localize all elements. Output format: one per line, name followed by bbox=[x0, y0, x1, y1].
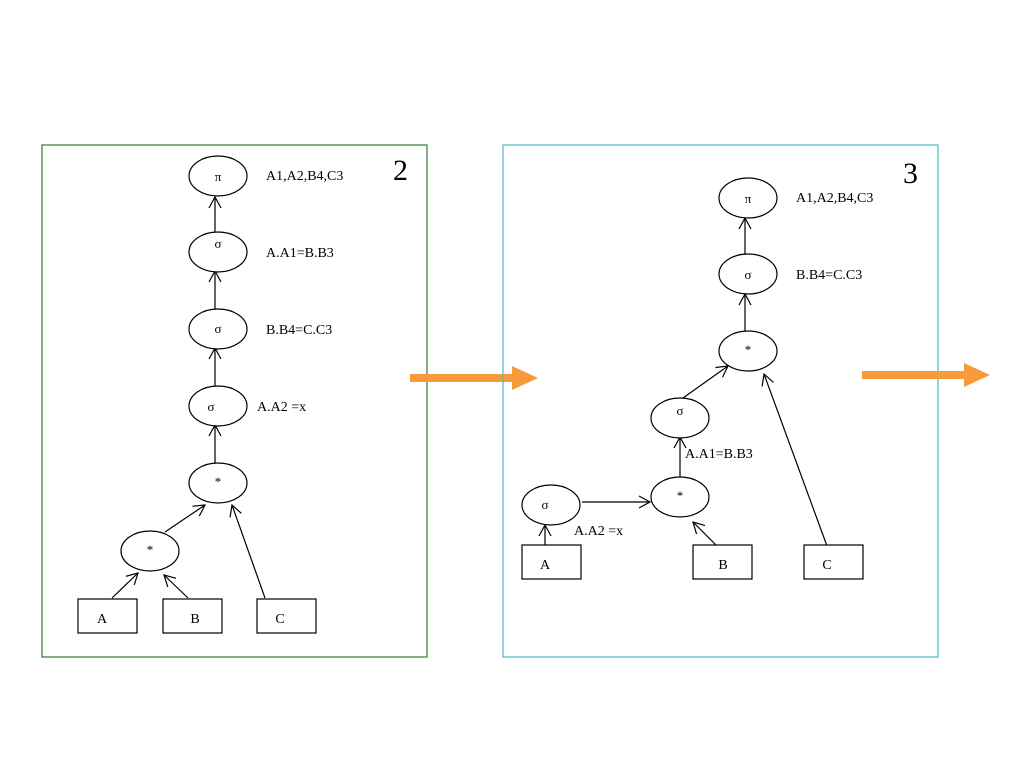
selection-symbol-3: σ bbox=[207, 399, 214, 414]
projection-node bbox=[188, 155, 248, 197]
panel-2: 2 π σ σ σ * * bbox=[41, 144, 428, 658]
edge-c-to-product bbox=[229, 503, 266, 599]
selection-node-1 bbox=[188, 231, 248, 273]
projection-attrs-3: A1,A2,B4,C3 bbox=[796, 191, 873, 206]
panel-3-edges bbox=[538, 216, 828, 547]
projection-symbol: π bbox=[215, 169, 222, 184]
selection-node-top-3 bbox=[718, 253, 778, 295]
product-symbol: * bbox=[215, 474, 222, 489]
panel-2-number: 2 bbox=[393, 154, 408, 187]
panel-3-number: 3 bbox=[903, 157, 918, 190]
table-a-box bbox=[77, 598, 138, 634]
selection-node-join-3 bbox=[650, 397, 710, 439]
selection-symbol-1: σ bbox=[214, 236, 221, 251]
transition-arrow-1 bbox=[410, 366, 538, 390]
projection-node-3 bbox=[718, 177, 778, 219]
edge-sigma-join-to-product bbox=[682, 365, 730, 399]
table-c-label: C bbox=[275, 612, 284, 627]
selection-symbol-2: σ bbox=[214, 321, 221, 336]
condition-b4-c3: B.B4=C.C3 bbox=[266, 323, 332, 338]
selection-node-3 bbox=[188, 385, 248, 427]
table-b-label-3: B bbox=[718, 558, 727, 573]
condition-a1-b3: A.A1=B.B3 bbox=[266, 246, 334, 261]
inner-product-node bbox=[120, 530, 180, 572]
table-c-label-3: C bbox=[822, 558, 831, 573]
table-c-box bbox=[256, 598, 317, 634]
projection-symbol-3: π bbox=[745, 191, 752, 206]
product-symbol-top-3: * bbox=[745, 342, 752, 357]
panel-2-frame bbox=[41, 144, 428, 658]
edge-c-to-top-product bbox=[761, 372, 828, 547]
table-a-label-3: A bbox=[540, 558, 551, 573]
product-node bbox=[188, 462, 248, 504]
panel-3: 3 π σ * σ * σ bbox=[502, 144, 939, 658]
edge-b-to-product-join bbox=[692, 521, 718, 547]
product-symbol-join-3: * bbox=[677, 488, 684, 503]
edge-b-to-innerproduct bbox=[163, 574, 189, 599]
transition-arrow-2 bbox=[862, 363, 990, 387]
projection-attrs: A1,A2,B4,C3 bbox=[266, 169, 343, 184]
product-node-join-3 bbox=[650, 476, 710, 518]
table-a-label: A bbox=[97, 612, 108, 627]
condition-b4-c3-3: B.B4=C.C3 bbox=[796, 268, 862, 283]
selection-symbol-a-3: σ bbox=[541, 497, 548, 512]
panel-2-nodes bbox=[77, 155, 317, 634]
table-b-box bbox=[162, 598, 223, 634]
inner-product-symbol: * bbox=[147, 542, 154, 557]
condition-a2-x: A.A2 =x bbox=[257, 400, 306, 415]
selection-symbol-top-3: σ bbox=[744, 267, 751, 282]
edge-a-to-innerproduct bbox=[111, 572, 139, 599]
condition-a2-x-3: A.A2 =x bbox=[574, 524, 623, 539]
condition-a1-b3-3: A.A1=B.B3 bbox=[685, 447, 753, 462]
table-b-box-3 bbox=[692, 544, 753, 580]
table-c-box-3 bbox=[803, 544, 864, 580]
panel-3-nodes bbox=[521, 177, 864, 580]
selection-symbol-join-3: σ bbox=[676, 403, 683, 418]
table-a-box-3 bbox=[521, 544, 582, 580]
product-node-top-3 bbox=[718, 330, 778, 372]
selection-node-2 bbox=[188, 308, 248, 350]
panel-3-frame bbox=[502, 144, 939, 658]
selection-node-a-3 bbox=[521, 484, 581, 526]
table-b-label: B bbox=[190, 612, 199, 627]
panel-2-edges bbox=[111, 195, 266, 599]
edge-innerproduct-to-product bbox=[164, 504, 207, 533]
